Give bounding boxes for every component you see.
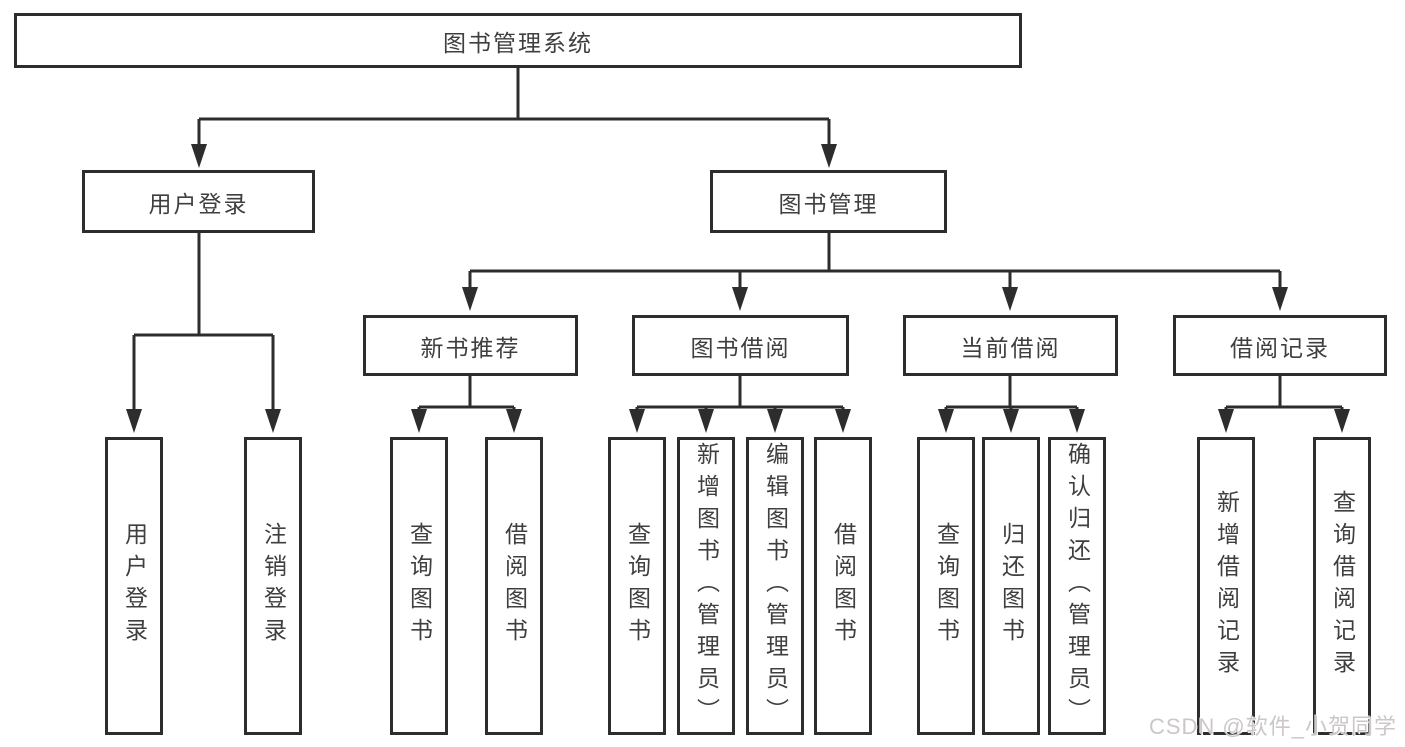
node-label: 编辑图书（管理员） bbox=[762, 442, 789, 730]
arrow-icon bbox=[265, 409, 281, 433]
arrow-icon bbox=[1334, 409, 1350, 433]
node-label: 图书借阅 bbox=[690, 334, 791, 361]
node-query-books-3: 查询图书 bbox=[917, 437, 975, 735]
arrow-icon bbox=[191, 144, 207, 168]
node-current-borrowing: 当前借阅 bbox=[903, 315, 1118, 376]
node-label: 当前借阅 bbox=[960, 334, 1061, 361]
arrow-icon bbox=[411, 409, 427, 433]
node-book-management: 图书管理 bbox=[710, 170, 947, 233]
node-add-books-admin: 新增图书（管理员） bbox=[677, 437, 735, 735]
connector-current-borrowing-to-children bbox=[944, 376, 1079, 412]
csdn-watermark: CSDN @软件_小贺同学 bbox=[1148, 714, 1397, 739]
arrow-icon bbox=[1069, 409, 1085, 433]
arrow-icon bbox=[767, 409, 783, 433]
node-borrowing-records: 借阅记录 bbox=[1173, 315, 1387, 376]
node-new-book-recommendation: 新书推荐 bbox=[363, 315, 578, 376]
node-label: 查询图书 bbox=[933, 522, 960, 650]
node-edit-books-admin: 编辑图书（管理员） bbox=[746, 437, 804, 735]
node-borrow-books-1: 借阅图书 bbox=[485, 437, 543, 735]
arrow-icon bbox=[1218, 409, 1234, 433]
node-label: 图书管理系统 bbox=[443, 29, 593, 56]
arrow-icon bbox=[1002, 287, 1018, 311]
node-borrow-books-2: 借阅图书 bbox=[814, 437, 872, 735]
arrow-icon bbox=[506, 409, 522, 433]
node-label: 借阅图书 bbox=[501, 522, 528, 650]
node-book-borrowing: 图书借阅 bbox=[632, 315, 849, 376]
node-label: 借阅记录 bbox=[1230, 334, 1330, 361]
node-label: 新增借阅记录 bbox=[1213, 490, 1240, 682]
arrow-icon bbox=[938, 409, 954, 433]
node-add-borrow-record: 新增借阅记录 bbox=[1197, 437, 1255, 735]
node-label: 查询图书 bbox=[406, 522, 433, 650]
arrow-icon bbox=[629, 409, 645, 433]
node-label: 查询图书 bbox=[624, 522, 651, 650]
arrow-icon bbox=[1003, 409, 1019, 433]
connector-borrowing-records-to-children bbox=[1224, 376, 1344, 412]
node-label: 注销登录 bbox=[260, 522, 287, 650]
node-user-login-leaf: 用户登录 bbox=[105, 437, 163, 735]
node-label: 图书管理 bbox=[778, 190, 879, 217]
connector-book-borrowing-to-children bbox=[635, 376, 845, 412]
node-return-books: 归还图书 bbox=[982, 437, 1040, 735]
node-label: 查询借阅记录 bbox=[1329, 490, 1356, 682]
node-label: 用户登录 bbox=[148, 190, 249, 217]
arrow-icon bbox=[698, 409, 714, 433]
node-logout: 注销登录 bbox=[244, 437, 302, 735]
node-label: 新书推荐 bbox=[420, 334, 521, 361]
node-label: 借阅图书 bbox=[830, 522, 857, 650]
node-query-books-1: 查询图书 bbox=[390, 437, 448, 735]
connector-user-login-to-children bbox=[132, 233, 275, 412]
node-user-login: 用户登录 bbox=[82, 170, 315, 233]
arrow-icon bbox=[1272, 287, 1288, 311]
arrowheads bbox=[126, 144, 1350, 433]
arrow-icon bbox=[835, 409, 851, 433]
node-label: 新增图书（管理员） bbox=[693, 442, 720, 730]
arrow-icon bbox=[126, 409, 142, 433]
node-label: 归还图书 bbox=[998, 522, 1025, 650]
arrow-icon bbox=[821, 144, 837, 168]
node-confirm-return-admin: 确认归还（管理员） bbox=[1048, 437, 1106, 735]
node-query-borrow-record: 查询借阅记录 bbox=[1313, 437, 1371, 735]
arrow-icon bbox=[732, 287, 748, 311]
connector-book-management-to-level3 bbox=[468, 233, 1282, 290]
arrow-icon bbox=[462, 287, 478, 311]
node-label: 确认归还（管理员） bbox=[1064, 442, 1091, 730]
connector-new-book-rec-to-children bbox=[417, 376, 516, 412]
node-query-books-2: 查询图书 bbox=[608, 437, 666, 735]
connector-root-to-level2 bbox=[197, 68, 831, 150]
node-label: 用户登录 bbox=[121, 522, 148, 650]
node-root-library-system: 图书管理系统 bbox=[14, 13, 1022, 68]
